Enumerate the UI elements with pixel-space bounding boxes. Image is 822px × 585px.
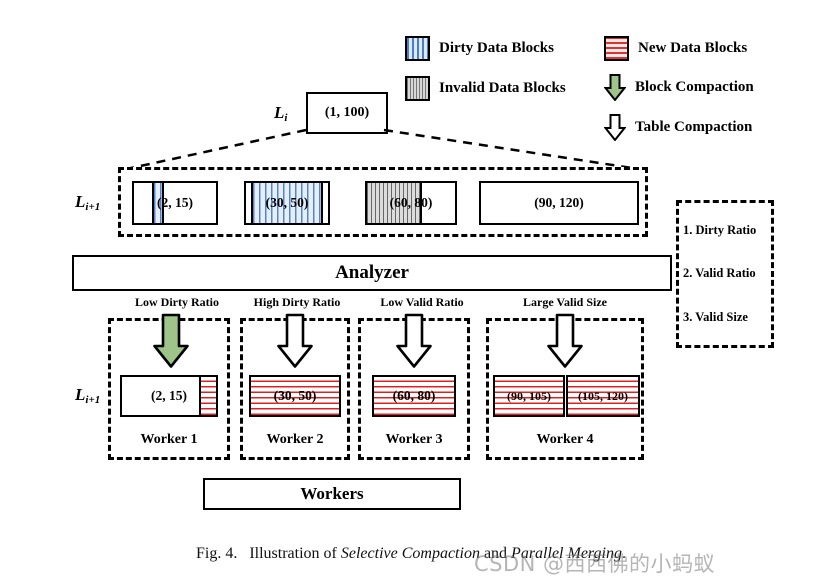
level-i-label: Li	[274, 103, 287, 124]
invalid-swatch-icon	[405, 76, 430, 101]
level-table-2: (60, 80)	[365, 181, 457, 225]
table-range-label: (1, 100)	[324, 105, 370, 120]
legend-item-dirty-data-blocks: Dirty Data Blocks	[405, 36, 554, 61]
workers-bar-title: Workers	[300, 484, 364, 503]
level-letter: L	[75, 192, 86, 211]
condition-low-dirty-ratio: Low Dirty Ratio	[135, 295, 219, 309]
level-table-3: (90, 120)	[479, 181, 639, 225]
worker-1-label: Worker 1	[140, 432, 198, 447]
criteria-item-dirty-ratio: 1. Dirty Ratio	[683, 223, 757, 238]
level-subscript: i+1	[85, 394, 101, 406]
legend-label: Block Compaction	[635, 79, 754, 95]
worker-3-table-0: (60, 80)	[372, 375, 456, 417]
table-range-label: (90, 120)	[534, 195, 584, 210]
white-down-arrow-icon	[604, 114, 626, 141]
legend-label: New Data Blocks	[638, 40, 748, 56]
new-data-region	[495, 377, 563, 415]
worker-4-label: Worker 4	[536, 432, 594, 447]
level-table-1: (30, 50)	[244, 181, 330, 225]
level-table-0: (2, 15)	[132, 181, 218, 225]
table-range-label: (105, 120)	[578, 388, 628, 403]
legend-label: Dirty Data Blocks	[439, 40, 554, 56]
criteria-item-valid-ratio: 2. Valid Ratio	[683, 266, 756, 281]
worker-2-white-down-arrow-icon	[276, 313, 314, 374]
worker-2-table-0: (30, 50)	[249, 375, 341, 417]
level-i-plus-1-label-bottom: Li+1	[75, 385, 100, 406]
legend-label: Table Compaction	[635, 119, 753, 135]
watermark: CSDN @西西佛的小蚂蚁	[474, 552, 716, 576]
level-letter: L	[75, 385, 86, 404]
legend-item-new-data-blocks: New Data Blocks	[604, 36, 747, 61]
legend-item-block-compaction: Block Compaction	[604, 74, 754, 101]
caption-suffix: .	[622, 545, 626, 562]
level-i-table: (1, 100)	[306, 92, 388, 134]
condition-large-valid-size: Large Valid Size	[522, 295, 607, 309]
analyzer-title: Analyzer	[335, 262, 409, 283]
condition-low-valid-ratio: Low Valid Ratio	[380, 295, 464, 309]
worker-2-label: Worker 2	[266, 432, 324, 447]
level-i-plus-1-container: (2, 15) (30, 50) (60, 80) (90, 120)	[118, 167, 648, 237]
caption-text-1: Illustration of	[249, 545, 337, 562]
level-i-letter: L	[274, 103, 285, 122]
criteria-item-valid-size: 3. Valid Size	[683, 309, 748, 324]
condition-high-dirty-ratio: High Dirty Ratio	[253, 295, 341, 309]
table-range-label: (2, 15)	[151, 388, 187, 403]
new-data-region	[374, 377, 454, 415]
new-data-region	[251, 377, 339, 415]
new-data-region	[568, 377, 638, 415]
caption-prefix: Fig. 4.	[195, 545, 238, 562]
table-range-label: (2, 15)	[157, 195, 193, 210]
table-range-label: (30, 50)	[273, 388, 317, 403]
green-down-arrow-icon	[604, 74, 626, 101]
table-range-label: (30, 50)	[265, 195, 309, 210]
table-range-label: (90, 105)	[507, 388, 551, 403]
worker-1-table-0: (2, 15)	[120, 375, 218, 417]
worker-4-white-down-arrow-icon	[546, 313, 584, 374]
criteria-box: 1. Dirty Ratio 2. Valid Ratio 3. Valid S…	[676, 200, 774, 348]
level-i-plus-1-label-top: Li+1	[75, 192, 100, 213]
workers-bar: Workers	[203, 478, 461, 510]
caption-text-2: and	[483, 545, 508, 562]
legend-label: Invalid Data Blocks	[439, 80, 566, 96]
worker-3-label: Worker 3	[385, 432, 443, 447]
worker-4-table-0: (90, 105)	[493, 375, 565, 417]
dirty-region	[250, 183, 324, 223]
level-subscript: i+1	[85, 201, 101, 213]
worker-1-green-down-arrow-icon	[152, 313, 190, 374]
figure-caption: Fig. 4. Illustration of Selective Compac…	[0, 545, 822, 563]
legend: Dirty Data Blocks New Data Blocks Invali…	[405, 36, 805, 142]
caption-italic-1: Selective Compaction	[340, 545, 480, 562]
legend-item-invalid-data-blocks: Invalid Data Blocks	[405, 76, 566, 101]
invalid-region	[367, 183, 422, 223]
dirty-region	[152, 183, 164, 223]
level-i-subscript: i	[284, 112, 288, 124]
caption-italic-2: Parallel Merging	[511, 545, 622, 562]
table-range-label: (60, 80)	[389, 195, 433, 210]
legend-item-table-compaction: Table Compaction	[604, 114, 752, 141]
worker-3-white-down-arrow-icon	[395, 313, 433, 374]
dirty-swatch-icon	[405, 36, 430, 61]
new-swatch-icon	[604, 36, 629, 61]
worker-4-table-1: (105, 120)	[566, 375, 640, 417]
table-range-label: (60, 80)	[392, 388, 436, 403]
new-data-region	[199, 377, 216, 415]
analyzer-box: Analyzer	[72, 255, 672, 291]
